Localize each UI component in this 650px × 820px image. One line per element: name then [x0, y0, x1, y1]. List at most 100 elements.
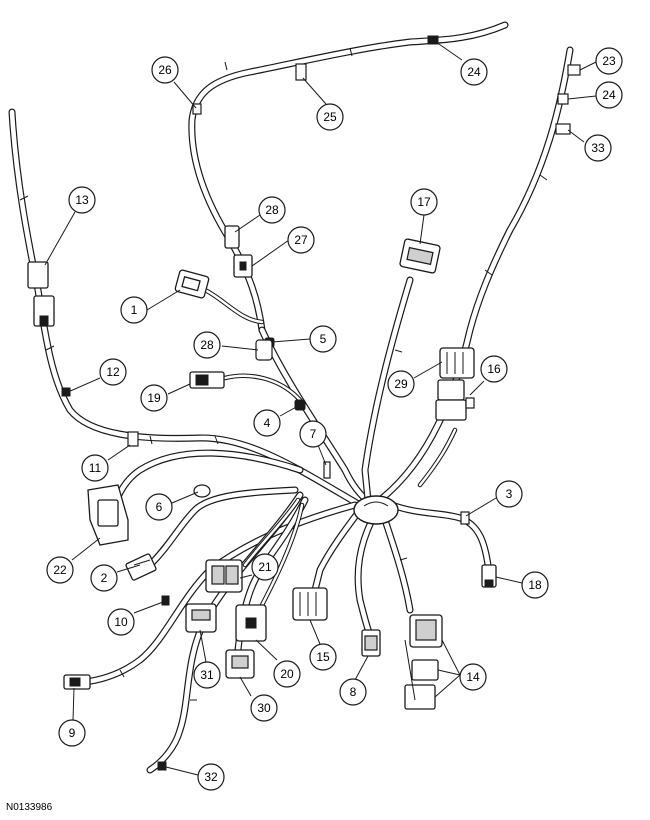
- connector-17: [399, 238, 441, 274]
- connector-22: [87, 484, 129, 546]
- leader-lines: [44, 41, 597, 776]
- callout-2: 2: [90, 564, 118, 592]
- connector-9: [63, 674, 91, 690]
- svg-text:20: 20: [280, 667, 294, 681]
- svg-text:30: 30: [257, 701, 271, 715]
- callout-11: 11: [81, 454, 109, 482]
- callout-27: 27: [287, 226, 315, 254]
- callout-23: 23: [595, 47, 623, 75]
- svg-text:23: 23: [602, 54, 616, 68]
- connector-18: [481, 564, 497, 588]
- wire-to-connector-1: [202, 287, 265, 325]
- connector-29: [439, 347, 475, 379]
- clip-3: [460, 511, 470, 525]
- clip-32: [157, 761, 167, 771]
- clip-28-middle: [255, 339, 273, 361]
- callout-17: 17: [410, 188, 438, 216]
- callout-5: 5: [309, 325, 337, 353]
- svg-text:21: 21: [258, 560, 272, 574]
- connector-21: [205, 559, 243, 593]
- svg-text:28: 28: [265, 203, 279, 217]
- svg-text:16: 16: [487, 362, 501, 376]
- connector-15: [292, 587, 328, 621]
- svg-text:14: 14: [466, 670, 480, 684]
- callout-13: 13: [68, 186, 96, 214]
- clip-12: [61, 387, 71, 397]
- callout-24-top: 24: [460, 58, 488, 86]
- svg-text:24: 24: [602, 88, 616, 102]
- callout-28-top: 28: [258, 196, 286, 224]
- callout-33: 33: [584, 134, 612, 162]
- connector-13: [27, 261, 55, 327]
- harness-wires: [8, 21, 574, 774]
- svg-text:7: 7: [310, 427, 317, 441]
- wire-to-connector-19: [222, 373, 303, 403]
- svg-text:19: 19: [147, 391, 161, 405]
- clip-4: [294, 399, 306, 411]
- svg-text:17: 17: [417, 195, 431, 209]
- callout-8: 8: [339, 678, 367, 706]
- callout-7: 7: [299, 420, 327, 448]
- connector-19: [189, 371, 225, 389]
- connector-8: [361, 629, 381, 657]
- svg-text:4: 4: [264, 416, 271, 430]
- callout-1: 1: [120, 296, 148, 324]
- svg-text:27: 27: [294, 233, 308, 247]
- svg-text:12: 12: [106, 365, 120, 379]
- clip-24-top: [427, 35, 439, 45]
- callout-26: 26: [151, 56, 179, 84]
- svg-text:5: 5: [320, 332, 327, 346]
- clip-11: [127, 431, 139, 447]
- clip-33: [555, 123, 571, 135]
- callout-18: 18: [521, 571, 549, 599]
- callout-6: 6: [145, 493, 173, 521]
- connector-28-top: [224, 225, 240, 249]
- connector-16: [435, 379, 475, 421]
- svg-text:8: 8: [350, 685, 357, 699]
- svg-text:3: 3: [506, 487, 513, 501]
- callout-22: 22: [46, 556, 74, 584]
- callout-31: 31: [193, 661, 221, 689]
- svg-text:24: 24: [467, 65, 481, 79]
- svg-text:13: 13: [75, 193, 89, 207]
- callout-4: 4: [253, 409, 281, 437]
- svg-text:10: 10: [114, 615, 128, 629]
- svg-text:2: 2: [101, 571, 108, 585]
- components: [27, 35, 581, 771]
- wire-to-connector-17: [361, 276, 414, 504]
- wire-to-connectors-20-21: [242, 497, 305, 608]
- tape-wraps: [19, 47, 548, 701]
- callout-28-middle: 28: [193, 331, 221, 359]
- svg-text:22: 22: [53, 563, 67, 577]
- svg-text:11: 11: [89, 461, 102, 475]
- wire-top-left-branch: [188, 21, 509, 334]
- svg-text:26: 26: [158, 63, 172, 77]
- svg-text:1: 1: [131, 303, 138, 317]
- connector-27: [233, 254, 253, 278]
- clip-6: [193, 484, 211, 498]
- svg-text:15: 15: [316, 650, 330, 664]
- callout-32: 32: [197, 763, 225, 791]
- clip-26: [192, 103, 202, 115]
- connector-20: [235, 604, 267, 642]
- wire-to-connector-2: [146, 486, 299, 569]
- harness-junction: [353, 495, 399, 525]
- callout-21: 21: [251, 553, 279, 581]
- svg-text:18: 18: [528, 578, 542, 592]
- callout-30: 30: [250, 694, 278, 722]
- wire-to-connector-22: [111, 449, 304, 509]
- clip-10: [161, 595, 170, 606]
- callout-16: 16: [480, 355, 508, 383]
- connector-31: [185, 603, 217, 633]
- clip-25: [295, 63, 307, 81]
- callout-14: 14: [459, 663, 487, 691]
- callout-19: 19: [140, 384, 168, 412]
- svg-text:25: 25: [323, 110, 337, 124]
- svg-text:31: 31: [200, 668, 214, 682]
- callout-25: 25: [316, 103, 344, 131]
- callout-29: 29: [387, 370, 415, 398]
- callout-24-right: 24: [595, 81, 623, 109]
- callouts: 1 2 3 4 5 6 7 8 9 10 11 12 13 14 15 16 1…: [46, 47, 623, 791]
- callout-12: 12: [99, 358, 127, 386]
